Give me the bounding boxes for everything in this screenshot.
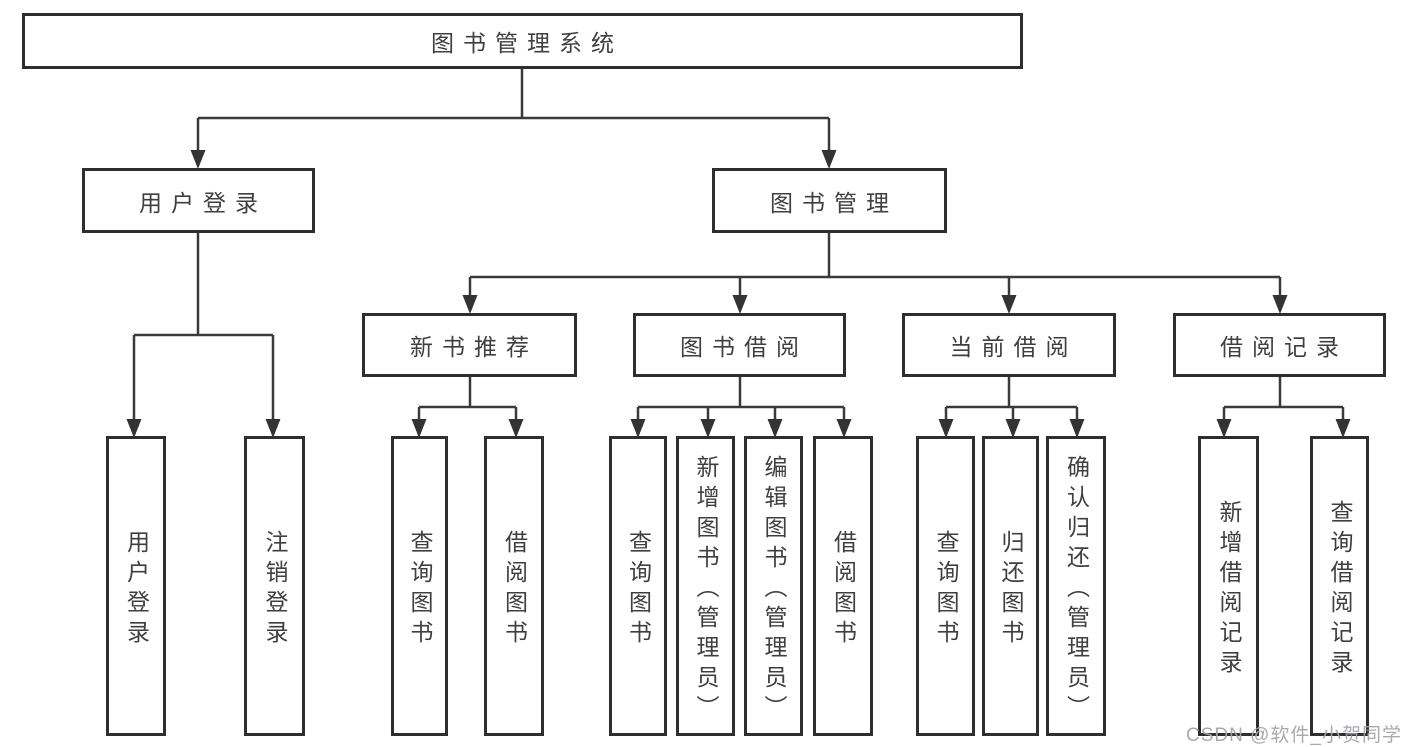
leaf-borrow-edit-book-admin: 编辑图书（管理员）	[744, 436, 803, 736]
node-new-book-recommend: 新书推荐	[362, 313, 577, 377]
node-label: 借阅记录	[1220, 334, 1348, 360]
leaf-borrow-add-book-admin: 新增图书（管理员）	[676, 436, 735, 736]
node-book-management: 图书管理	[712, 168, 947, 233]
node-label: 图书管理	[770, 189, 898, 216]
node-label: 图书借阅	[680, 334, 808, 360]
leaf-recommend-borrow-book: 借阅图书	[484, 436, 544, 736]
leaf-records-query-record: 查询借阅记录	[1310, 436, 1369, 736]
node-label: 用户登录	[139, 189, 267, 216]
node-label: 查询图书	[933, 529, 959, 650]
node-label: 新书推荐	[410, 334, 538, 360]
leaf-current-query-book: 查询图书	[916, 436, 975, 736]
arrowhead-icons	[126, 150, 1351, 438]
node-book-borrow: 图书借阅	[633, 313, 846, 377]
tree-edges	[132, 68, 1345, 420]
leaf-borrow-borrow-book: 借阅图书	[813, 436, 873, 736]
node-root-system: 图书管理系统	[22, 13, 1023, 69]
leaf-user-login: 用户登录	[106, 436, 166, 736]
node-label: 归还图书	[998, 529, 1024, 650]
node-label: 借阅图书	[830, 529, 857, 650]
leaf-recommend-query-book: 查询图书	[391, 436, 448, 736]
node-label: 编辑图书（管理员）	[761, 454, 787, 725]
csdn-watermark: CSDN @软件_小贺同学	[1186, 725, 1402, 746]
node-label: 借阅图书	[501, 529, 528, 650]
node-user-login: 用户登录	[82, 168, 315, 233]
node-label: 当前借阅	[949, 334, 1078, 360]
leaf-current-confirm-return-admin: 确认归还（管理员）	[1046, 436, 1106, 736]
leaf-borrow-query-book: 查询图书	[609, 436, 667, 736]
node-label: 注销登录	[262, 529, 288, 650]
node-label: 查询图书	[407, 529, 433, 650]
node-label: 用户登录	[123, 529, 150, 650]
node-label: 新增借阅记录	[1216, 499, 1242, 680]
leaf-logout: 注销登录	[244, 436, 305, 736]
node-current-borrow: 当前借阅	[902, 313, 1116, 377]
leaf-records-add-record: 新增借阅记录	[1198, 436, 1259, 736]
leaf-current-return-book: 归还图书	[982, 436, 1039, 736]
node-label: 查询图书	[625, 529, 652, 650]
node-label: 新增图书（管理员）	[693, 454, 719, 725]
node-label: 图书管理系统	[431, 30, 623, 56]
node-label: 确认归还（管理员）	[1063, 454, 1090, 725]
node-borrow-records: 借阅记录	[1173, 313, 1386, 377]
node-label: 查询借阅记录	[1327, 499, 1353, 680]
